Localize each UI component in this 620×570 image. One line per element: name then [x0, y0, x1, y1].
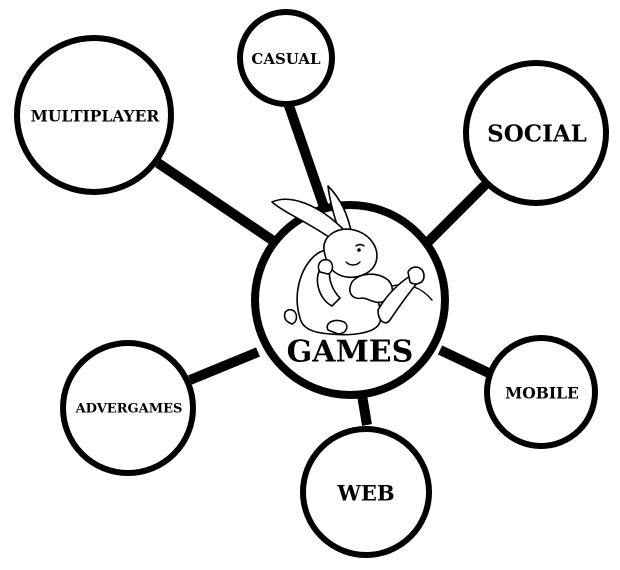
- connector-web: [357, 394, 372, 426]
- node-social: SOCIAL: [463, 60, 609, 206]
- hub-label: GAMES: [287, 335, 414, 370]
- connector-advergames: [188, 347, 260, 385]
- node-casual: CASUAL: [237, 9, 335, 107]
- node-web: WEB: [300, 426, 432, 558]
- web-label: WEB: [336, 481, 394, 506]
- node-multiplayer: MULTIPLAYER: [14, 35, 174, 195]
- casual-label: CASUAL: [251, 50, 321, 68]
- advergames-label: ADVERGAMES: [75, 402, 183, 417]
- rabbit-with-game-controller-icon: [271, 185, 433, 336]
- hub-games: GAMES: [251, 185, 449, 399]
- node-advergames: ADVERGAMES: [60, 340, 196, 476]
- advergames-circle: [60, 340, 196, 476]
- multiplayer-circle: [14, 35, 174, 195]
- connector-multiplayer: [155, 158, 275, 245]
- connector-social: [421, 176, 494, 249]
- social-label: SOCIAL: [487, 121, 587, 148]
- mobile-circle: [484, 335, 598, 449]
- multiplayer-label: MULTIPLAYER: [31, 107, 160, 126]
- connector-mobile: [437, 345, 496, 380]
- node-mobile: MOBILE: [484, 335, 598, 449]
- web-circle: [300, 426, 432, 558]
- connector-casual: [282, 98, 330, 212]
- casual-circle: [237, 9, 335, 107]
- social-circle: [463, 60, 609, 206]
- connectors: [155, 98, 496, 426]
- mobile-label: MOBILE: [505, 384, 579, 403]
